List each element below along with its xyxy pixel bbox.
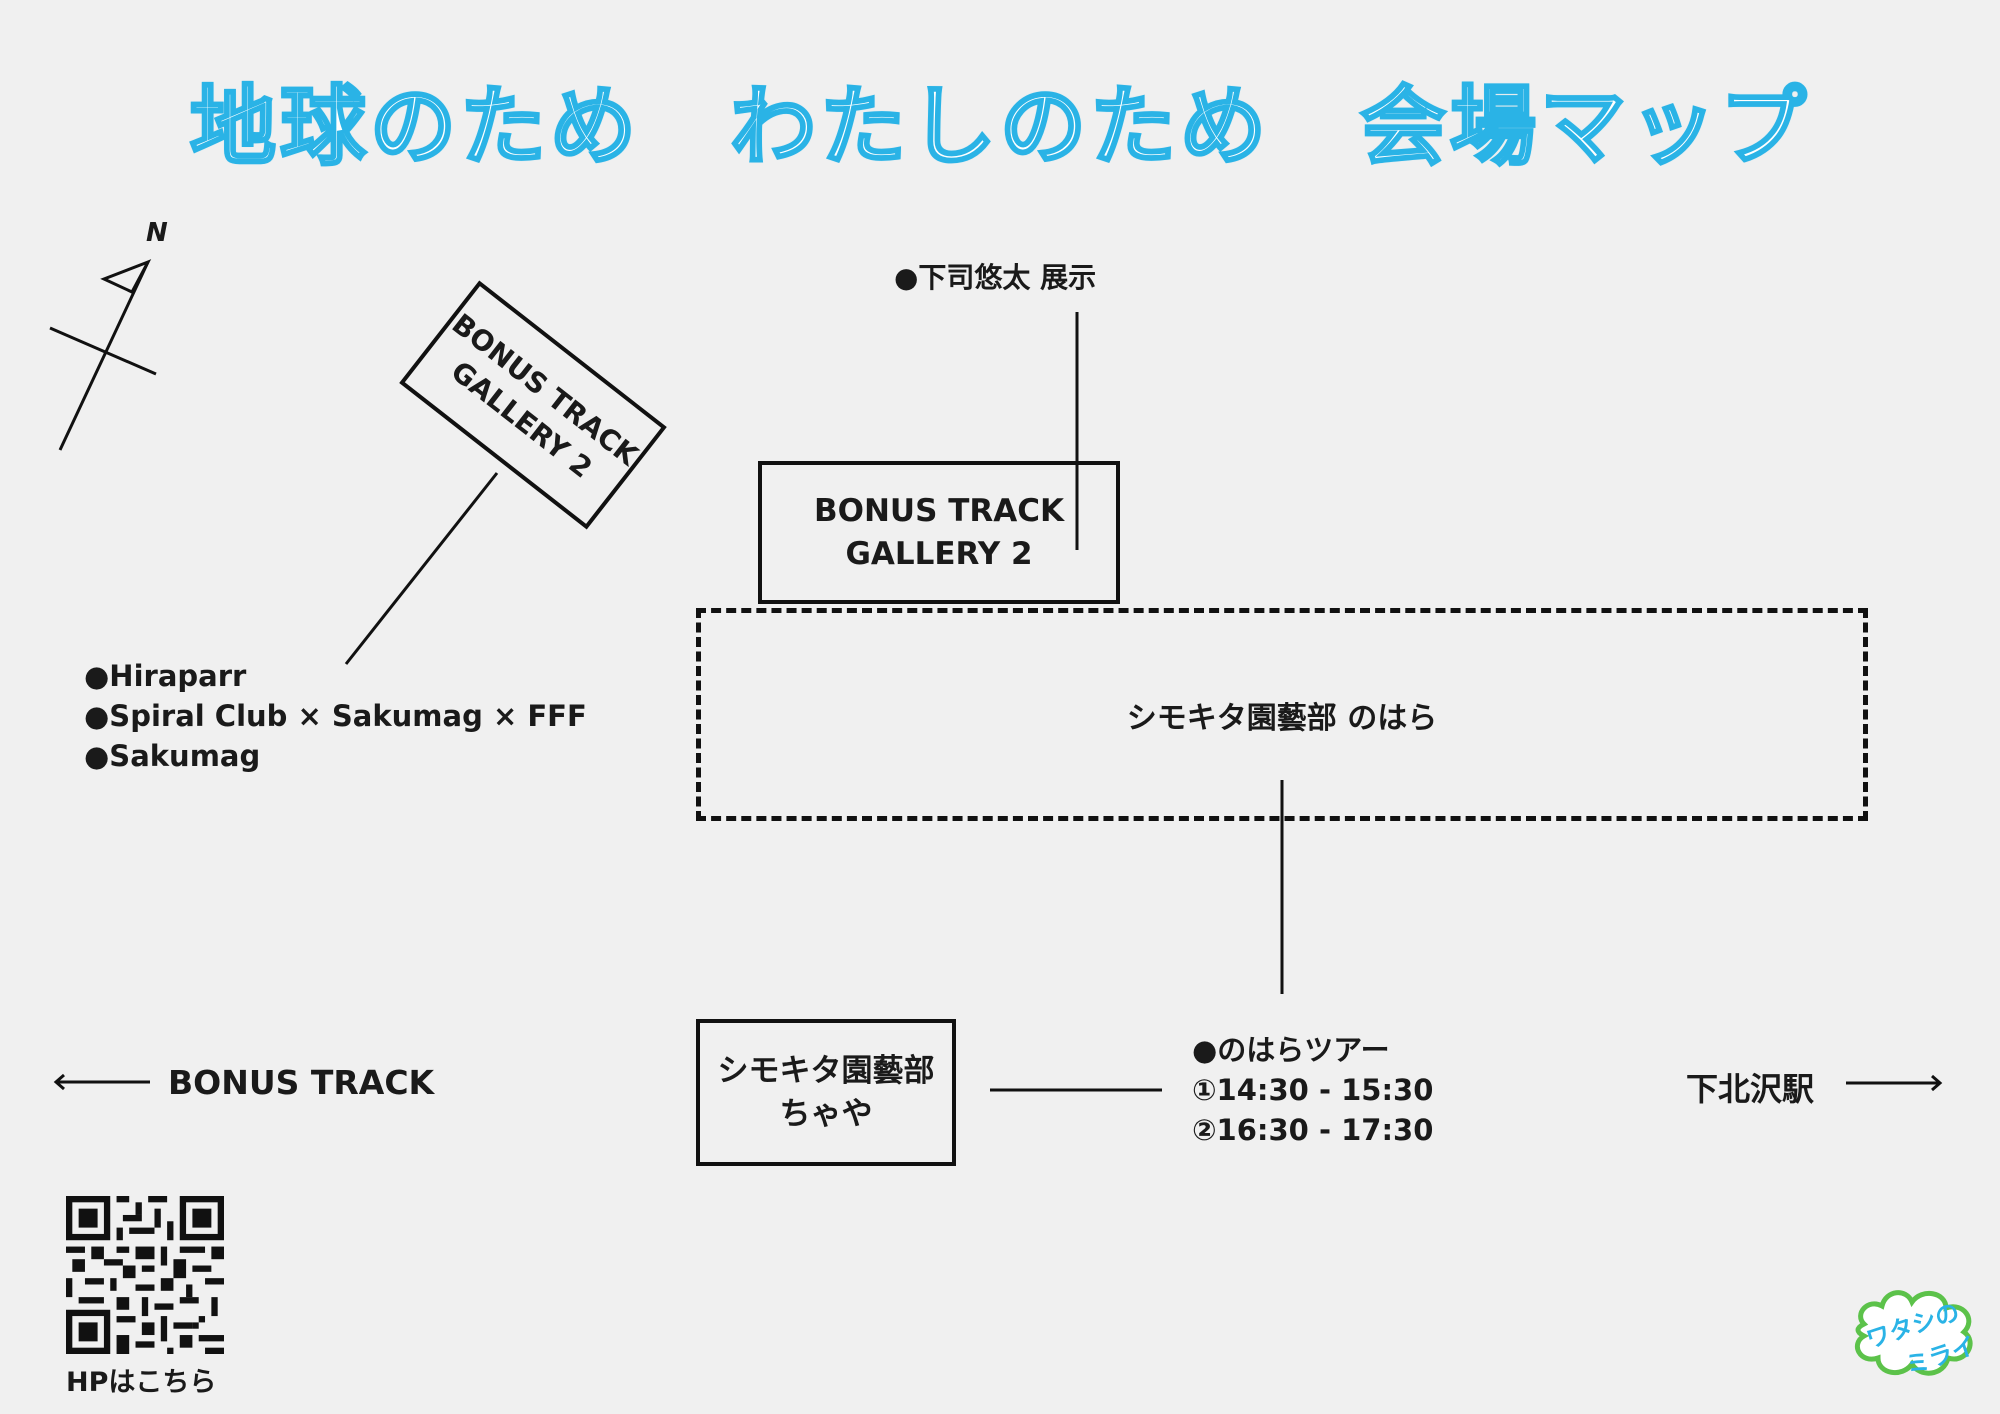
qr-caption: HPはこちら bbox=[66, 1367, 217, 1398]
leader-rotated-gallery bbox=[344, 472, 499, 665]
nohara-area bbox=[696, 608, 1868, 821]
direction-bonus-track: BONUS TRACK bbox=[168, 1063, 435, 1102]
tour-title: ●のはらツアー bbox=[1192, 1033, 1390, 1067]
tour-slot: ①14:30 - 15:30 bbox=[1192, 1073, 1434, 1107]
list-item: ●Sakumag bbox=[84, 739, 261, 773]
chaya-box: シモキタ園藝部 ちゃや bbox=[696, 1019, 956, 1166]
chaya-line2: ちゃや bbox=[779, 1095, 873, 1132]
gallery-box: BONUS TRACK GALLERY 2 bbox=[758, 461, 1120, 604]
gallery-line1: BONUS TRACK bbox=[814, 492, 1064, 529]
shimoji-exhibit-label: ●下司悠太 展示 bbox=[894, 261, 1097, 294]
compass-icon bbox=[49, 259, 157, 451]
tour-schedule: ●のはらツアー ①14:30 - 15:30 ②16:30 - 17:30 bbox=[1192, 1030, 1433, 1150]
chaya-line1: シモキタ園藝部 bbox=[717, 1052, 935, 1089]
direction-station: 下北沢駅 bbox=[1686, 1070, 1815, 1108]
tour-slot: ②16:30 - 17:30 bbox=[1192, 1113, 1434, 1147]
qr-code-icon[interactable] bbox=[66, 1196, 224, 1354]
page-title: 地球のため わたしのため 会場マップ bbox=[189, 76, 1810, 179]
north-label: N bbox=[146, 218, 168, 248]
nohara-label: シモキタ園藝部 のはら bbox=[1126, 701, 1438, 736]
list-item: ●Hiraparr bbox=[84, 659, 247, 693]
list-item: ●Spiral Club × Sakumag × FFF bbox=[84, 699, 587, 733]
gallery-exhibitor-list: ●Hiraparr ●Spiral Club × Sakumag × FFF ●… bbox=[84, 656, 587, 776]
watashi-no-mirai-logo: ワタシの ミライ bbox=[1848, 1284, 1980, 1380]
arrow-right-icon bbox=[1846, 1074, 1943, 1092]
arrow-left-icon bbox=[53, 1073, 150, 1091]
logo-badge-icon bbox=[1855, 1290, 1973, 1376]
gallery-line2: GALLERY 2 bbox=[845, 535, 1033, 572]
